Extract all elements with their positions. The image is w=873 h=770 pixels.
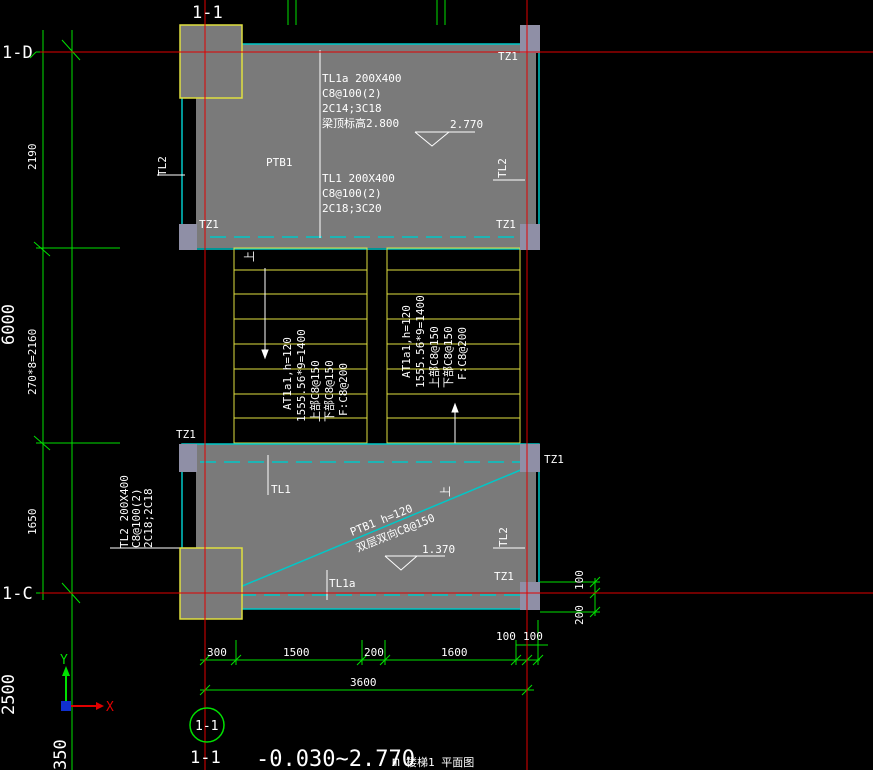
dim-350: 350 xyxy=(51,739,71,770)
tl1a-rebar: 2C14;3C18 xyxy=(322,102,382,115)
tl2-right-top: TL2 xyxy=(496,158,509,178)
dim-right-100: 100 xyxy=(573,570,586,590)
stair-right-l2: 1555.56*9=1400 xyxy=(414,295,427,388)
tz1-label: TZ1 xyxy=(176,428,196,441)
stair-right-l1: AT1a1,h=120 xyxy=(400,305,413,378)
dim-3600: 3600 xyxy=(350,676,377,689)
top-level-value: 2.770 xyxy=(450,118,483,131)
corner-block-top xyxy=(179,24,243,99)
tl2-left-top: TL2 xyxy=(156,156,169,176)
tz1-label: TZ1 xyxy=(498,50,518,63)
stair-right-l5: F:C8@200 xyxy=(456,327,469,380)
tz1-label: TZ1 xyxy=(199,218,219,231)
tl1a-top-level: 梁顶标高2.800 xyxy=(322,116,399,130)
ucs-icon xyxy=(61,666,104,711)
section-circle xyxy=(189,707,225,743)
section-circle-label: 1-1 xyxy=(195,719,218,734)
stair-left-l4: 下部C8@150 xyxy=(322,360,336,422)
dim-100-a: 100 xyxy=(496,630,516,643)
tl1-title: TL1 200X400 xyxy=(322,172,395,185)
section-mark-bottom: 1-1 xyxy=(190,748,221,768)
axis-label-1c: 1-C xyxy=(2,584,33,604)
dim-2500: 2500 xyxy=(0,674,19,715)
tl1-rebar: 2C18;3C20 xyxy=(322,202,382,215)
ptb1-top: PTB1 xyxy=(266,156,293,169)
tl2-note-l2: C8@100(2) xyxy=(130,488,143,548)
column-square xyxy=(179,444,197,472)
bottom-level-value: 1.370 xyxy=(422,543,455,556)
dim-1600: 1600 xyxy=(441,646,468,659)
tl2-note-l1: TL2 200X400 xyxy=(118,475,131,548)
stair-arrows xyxy=(261,268,459,490)
dim-100-b: 100 xyxy=(523,630,543,643)
dimension-lines xyxy=(29,0,601,770)
bottom-landing-outline xyxy=(181,443,540,610)
plan-title-name: 楼梯1 平面图 xyxy=(406,755,474,769)
dim-300: 300 xyxy=(207,646,227,659)
dim-1500: 1500 xyxy=(283,646,310,659)
stair-left-l3: 上部C8@150 xyxy=(308,360,322,422)
dim-right-200: 200 xyxy=(573,605,586,625)
stair-left-l2: 1555.56*9=1400 xyxy=(295,329,308,422)
corner-block-bottom xyxy=(179,547,243,620)
ucs-y-label: Y xyxy=(60,653,68,668)
column-square xyxy=(179,224,197,250)
column-square xyxy=(520,224,540,250)
plan-title-level: -0.030~2.770 xyxy=(256,747,415,770)
tz1-label: TZ1 xyxy=(494,570,514,583)
axis-label-1d: 1-D xyxy=(2,43,33,63)
top-landing-slab xyxy=(196,44,536,248)
column-square xyxy=(520,444,540,472)
top-landing[interactable] xyxy=(157,30,540,250)
dim-stair: 270*8=2160 xyxy=(26,329,39,395)
tz1-label: TZ1 xyxy=(544,453,564,466)
dim-total: 6000 xyxy=(0,304,19,345)
columns xyxy=(179,25,540,610)
stair-right-l4: 下部C8@150 xyxy=(441,326,455,388)
tl1a-bottom: TL1a xyxy=(329,577,356,590)
level-marker-bottom xyxy=(384,555,445,571)
bottom-up: 上 xyxy=(439,486,452,497)
section-mark-top: 1-1 xyxy=(192,3,223,23)
level-marker-top xyxy=(414,131,475,147)
tl1-bottom: TL1 xyxy=(271,483,291,496)
tl1-stirrup: C8@100(2) xyxy=(322,187,382,200)
bottom-landing-diagonal xyxy=(239,468,524,588)
bottom-landing[interactable] xyxy=(110,443,540,620)
tl1a-title: TL1a 200X400 xyxy=(322,72,401,85)
ucs-x-label: X xyxy=(106,700,114,715)
stair-left-l5: F:C8@200 xyxy=(337,363,350,416)
stair-right-l3: 上部C8@150 xyxy=(427,326,441,388)
tz1-label: TZ1 xyxy=(496,218,516,231)
stair-left-up: 上 xyxy=(243,251,256,262)
tl1a-stirrup: C8@100(2) xyxy=(322,87,382,100)
dim-2190: 2190 xyxy=(26,144,39,171)
tl2-note-l3: 2C18;2C18 xyxy=(142,488,155,548)
dim-200: 200 xyxy=(364,646,384,659)
top-landing-outline xyxy=(181,43,540,250)
tl2-right-bottom: TL2 xyxy=(497,527,510,547)
plan-title-unit: m xyxy=(392,755,400,770)
stair-left-l1: AT1a1,h=120 xyxy=(281,337,294,410)
column-square xyxy=(520,582,540,610)
column-square xyxy=(520,25,540,53)
dim-1650: 1650 xyxy=(26,509,39,536)
stair-flights[interactable] xyxy=(233,247,521,444)
corner-blocks xyxy=(179,24,243,620)
